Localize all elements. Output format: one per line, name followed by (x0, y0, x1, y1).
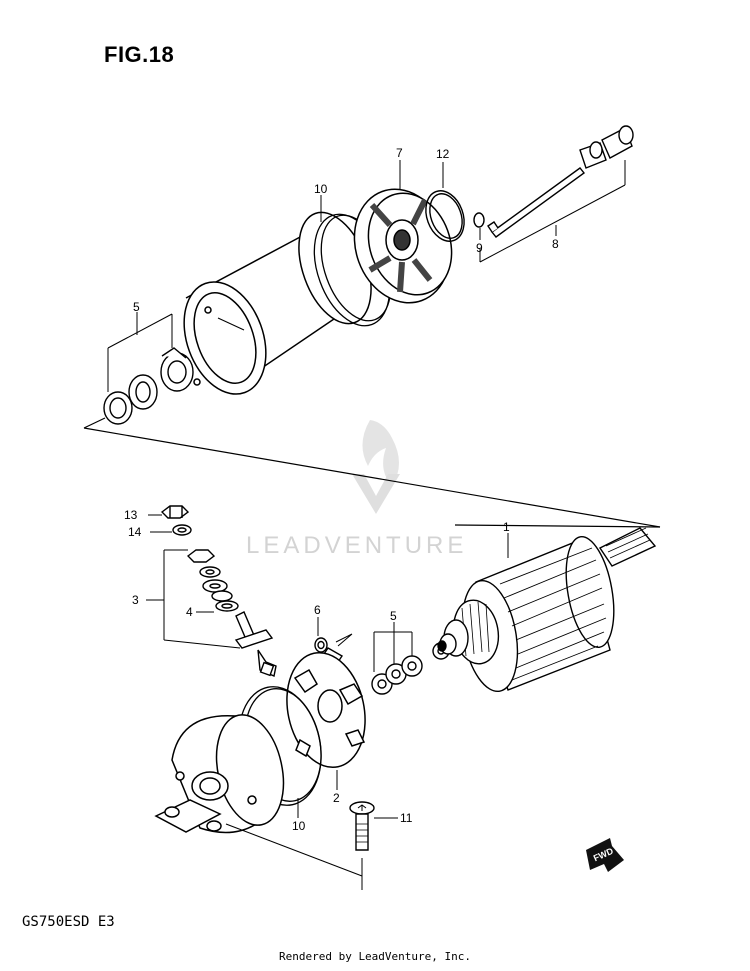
watermark-text: LEADVENTURE (246, 532, 467, 559)
bracket-5-lower (373, 622, 413, 672)
fwd-arrow-icon: FWD (586, 838, 624, 872)
part-8-through-bolt (487, 125, 634, 238)
callout-14: 14 (128, 525, 142, 539)
part-5-washers-lower (371, 642, 450, 695)
bracket-8 (479, 160, 626, 263)
part-3-terminal-set (186, 549, 277, 677)
callout-4: 4 (186, 605, 193, 619)
callout-1: 1 (503, 520, 510, 534)
part-1-armature (437, 527, 657, 693)
bracket-3 (146, 549, 241, 649)
part-2-brush-holder (286, 651, 366, 769)
part-13-nut (160, 505, 190, 519)
callout-3: 3 (132, 593, 139, 607)
callout-2: 2 (333, 791, 340, 805)
section-separators (83, 417, 661, 528)
mounting-guide (225, 823, 363, 890)
part-12-oring (425, 190, 465, 242)
part-7-end-cover (353, 188, 453, 304)
rendered-by-credit: Rendered by LeadVenture, Inc. (278, 950, 472, 963)
callout-11: 11 (400, 811, 413, 825)
part-11-bolt (349, 801, 375, 851)
callout-5-upper: 5 (133, 300, 140, 314)
model-code: GS750ESD E3 (22, 914, 115, 930)
part-14-washer (172, 524, 192, 536)
part-5-washers-upper (103, 347, 194, 425)
callout-labels: 1 2 3 4 5 5 6 7 8 9 10 10 11 12 13 14 (124, 146, 559, 833)
part-yoke-housing (183, 211, 372, 395)
leadventure-watermark: LEADVENTURE (246, 420, 467, 559)
callout-9: 9 (476, 241, 483, 255)
callout-6: 6 (314, 603, 321, 617)
callout-5-lower: 5 (390, 609, 397, 623)
bracket-5-upper (107, 312, 173, 392)
callout-12: 12 (436, 147, 450, 161)
part-front-cover (154, 714, 285, 834)
callout-8: 8 (552, 237, 559, 251)
figure-title: FIG.18 (104, 42, 175, 67)
callout-10-upper: 10 (314, 182, 328, 196)
callout-13: 13 (124, 508, 138, 522)
callout-7: 7 (396, 146, 403, 160)
callout-10-lower: 10 (292, 819, 306, 833)
part-9-washer (473, 212, 485, 228)
